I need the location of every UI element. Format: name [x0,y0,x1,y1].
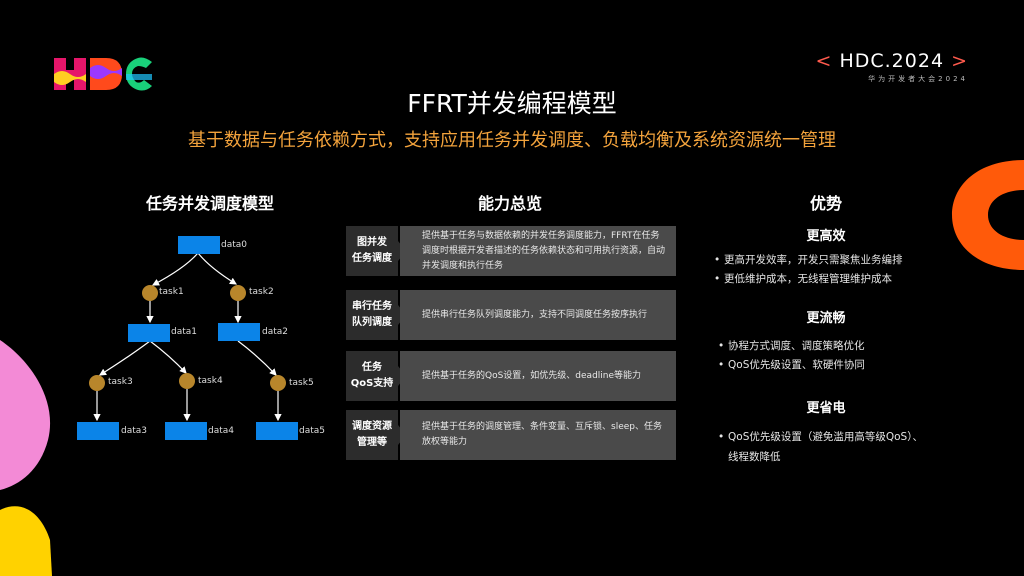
decorative-orange-shape [952,160,1024,270]
bullet: • [718,359,725,371]
bullet: • [718,431,725,443]
task-node-1-label: task1 [159,287,184,297]
advantage-item-text: 更低维护成本，无线程管理维护成本 [724,273,892,285]
capability-tag-line2: 任务调度 [352,253,392,264]
data-node-5 [256,422,298,440]
capability-tag-line1: 任务 [361,362,382,373]
advantage-item-text: 线程数降低 [728,451,781,463]
advantage-heading-smooth: 更流畅 [806,311,846,326]
right-column-heading: 优势 [809,194,842,213]
hdc-logo [54,57,152,91]
advantage-item: •更高开发效率，开发只需聚焦业务编排 [714,251,903,269]
bullet: • [714,273,721,285]
capability-description: 提供基于任务的QoS设置，如优先级、deadline等能力 [400,351,676,401]
event-name: HDC.2024 [839,50,945,72]
event-subtitle: 华为开发者大会2024 [868,75,968,83]
slide-title: FFRT并发编程模型 [407,89,617,118]
capability-tag: 图并发任务调度 [346,226,398,276]
data-node-1 [128,324,170,342]
bracket-right: > [951,50,968,72]
event-badge: < HDC.2024 > 华为开发者大会2024 [815,50,968,84]
advantage-item: •QoS优先级设置（避免滥用高等级QoS）、 [718,428,923,446]
capability-tag-line2: 队列调度 [352,317,392,328]
capability-tag: 串行任务队列调度 [346,290,398,340]
bullet: • [714,254,721,266]
task-node-4-label: task4 [198,376,223,386]
advantage-item: •更低维护成本，无线程管理维护成本 [714,270,892,288]
task-node-3-label: task3 [108,377,133,387]
bullet: • [718,340,725,352]
task-node-5-label: task5 [289,378,314,388]
task-node-2 [230,285,246,301]
capability-tag-line1: 图并发 [357,237,387,248]
advantage-item: •QoS优先级设置、软硬件协同 [718,356,865,374]
data-node-2-label: data2 [262,327,288,337]
data-node-4 [165,422,207,440]
capability-tag-line1: 串行任务 [352,301,392,312]
advantage-heading-efficient: 更高效 [806,229,846,244]
task-node-5 [270,375,286,391]
task-node-4 [179,373,195,389]
data-node-5-label: data5 [299,426,325,436]
capability-description: 提供基于任务与数据依赖的并发任务调度能力，FFRT在任务调度时根据开发者描述的任… [400,226,676,276]
capability-row-1: 图并发任务调度 提供基于任务与数据依赖的并发任务调度能力，FFRT在任务调度时根… [346,226,676,276]
task-node-2-label: task2 [249,287,274,297]
advantage-item-text: QoS优先级设置、软硬件协同 [728,359,865,371]
capability-tag: 调度资源管理等 [346,410,398,460]
advantage-item-text: QoS优先级设置（避免滥用高等级QoS）、 [728,431,923,443]
capability-description: 提供串行任务队列调度能力，支持不同调度任务按序执行 [400,290,676,340]
data-node-2 [218,323,260,341]
tree-edges [93,252,282,422]
decorative-yellow-shape [0,506,52,576]
capability-description: 提供基于任务的调度管理、条件变量、互斥锁、sleep、任务放权等能力 [400,410,676,460]
advantage-heading-power-saving: 更省电 [806,401,846,416]
capability-row-2: 串行任务队列调度 提供串行任务队列调度能力，支持不同调度任务按序执行 [346,290,676,340]
task-node-1 [142,285,158,301]
advantage-item-text: 协程方式调度、调度策略优化 [728,340,865,352]
task-node-3 [89,375,105,391]
capability-row-4: 调度资源管理等 提供基于任务的调度管理、条件变量、互斥锁、sleep、任务放权等… [346,410,676,460]
data-node-0-label: data0 [221,240,247,250]
advantage-item: •协程方式调度、调度策略优化 [718,337,865,355]
capability-tag-line2: QoS支持 [350,378,394,389]
task-tree: data0 task1 task2 data1 data2 task3 task… [0,0,340,460]
slide-subtitle: 基于数据与任务依赖方式，支持应用任务并发调度、负载均衡及系统资源统一管理 [188,130,836,151]
capability-tag-line2: 管理等 [357,437,387,448]
data-node-3 [77,422,119,440]
capability-row-3: 任务 QoS支持 提供基于任务的QoS设置，如优先级、deadline等能力 [346,351,676,401]
middle-column-heading: 能力总览 [477,194,542,213]
data-node-0 [178,236,220,254]
capability-tag: 任务 QoS支持 [346,351,398,401]
advantage-item-text: 更高开发效率，开发只需聚焦业务编排 [724,254,903,266]
advantage-item: 线程数降低 [728,448,781,466]
event-title: < HDC.2024 > [815,50,968,72]
capability-tag-line1: 调度资源 [352,421,392,432]
data-node-4-label: data4 [208,426,234,436]
data-node-3-label: data3 [121,426,147,436]
data-node-1-label: data1 [171,327,197,337]
bracket-left: < [815,50,833,72]
left-column-heading: 任务并发调度模型 [145,194,274,213]
